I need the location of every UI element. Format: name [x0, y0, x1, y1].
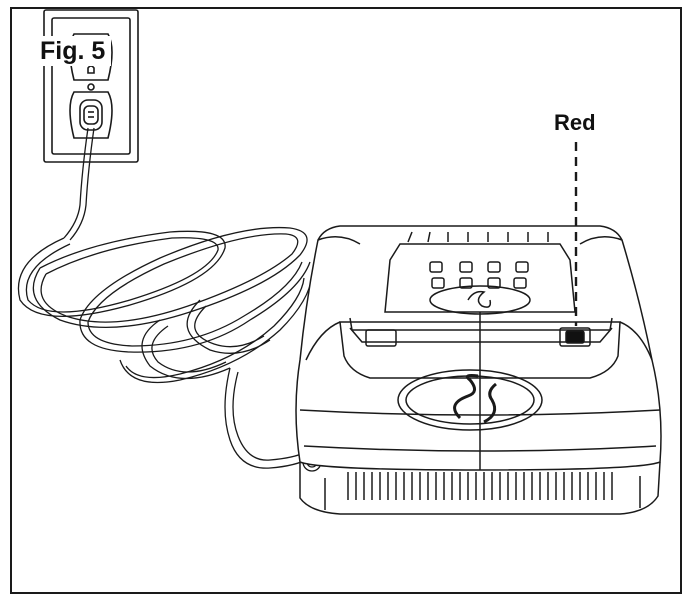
figure-label: Fig. 5: [36, 36, 112, 66]
indicator-callout-label: Red: [554, 110, 596, 135]
wall-outlet: [43, 9, 139, 163]
red-indicator-light: [565, 330, 585, 344]
figure-border: [10, 7, 682, 594]
power-cord: [17, 127, 322, 472]
vent-slots: [347, 472, 613, 500]
terminal-rows: [429, 261, 529, 289]
battery-charger: [295, 225, 662, 515]
main-logo-badge: [397, 369, 543, 431]
upper-logo-badge: [429, 285, 531, 315]
